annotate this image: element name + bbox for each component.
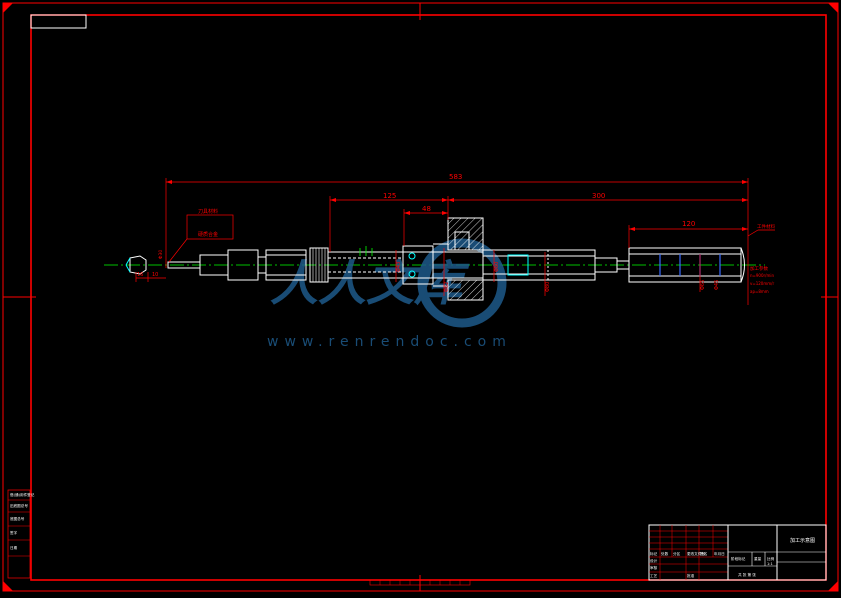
watermark-logo: 人人文库 [270,256,470,312]
dia-label-1: Φ43 [396,262,402,272]
side-stamp: 借(通)用件登记 旧底图总号 底图总号 签字 日期 [7,489,35,579]
dim-right-span: 300 [592,192,605,200]
tb-scale: 1:1 [767,562,773,566]
fixture-upper [447,217,484,251]
corner-mark [828,581,838,591]
watermark-url: www.renrendoc.com [267,334,512,350]
tb-label-date: 年月日 [714,551,725,556]
leader-label: 工件材料 [757,223,775,230]
center-marker: Φ30 [158,250,164,259]
corner-mark [3,3,13,13]
dim-left-span: 125 [383,192,396,200]
tb-role-review: 审核 [650,565,658,570]
spindle-adapter [265,249,307,281]
watermark: 人人文库 www.renrendoc.com [267,238,512,350]
stamp-row-4: 签字 [10,530,18,535]
tb-stage-label: 阶段标记 [731,556,746,561]
drawing-code-box [30,14,87,29]
corner-mark [828,3,838,13]
dimension-arrows [166,180,748,231]
tb-ratio-label: 比例 [767,556,775,561]
corner-mark [3,581,13,591]
tb-label-change: 更改文件号 [687,551,705,556]
stamp-row-3: 底图总号 [10,516,25,521]
note-line-1: n=900r/min [750,273,775,278]
tb-role-approve: 批准 [687,573,695,578]
dia-label-4: Φ80 [545,282,551,292]
dia-label-2: Φ62 [444,282,450,292]
tool-assembly [125,217,745,301]
dim-overall: 583 [449,173,462,181]
stamp-row-5: 日期 [10,545,18,550]
tb-drawing-name: 加工示意图 [790,537,815,544]
dimension-lines [135,178,775,305]
dia-label-6: Φ45 [714,280,720,290]
stamp-row-1: 借(通)用件登记 [10,492,35,497]
dia-label-3: Φ60 [494,262,500,272]
tb-role-process: 工艺 [650,573,658,578]
tb-label-zone: 分区 [673,551,681,556]
dim-left-small-b: 10 [152,272,158,278]
dim-right-end: 120 [682,220,695,228]
orientation-ruler [369,579,471,586]
left-box-line-1: 刀具材料 [198,208,218,215]
stamp-row-2: 旧底图总号 [10,503,28,508]
workpiece-bore [628,247,742,283]
note-line-3: ap=8mm [750,289,769,294]
tb-role-design: 设计 [650,558,658,563]
tb-label-count: 处数 [661,551,669,556]
tb-sheet: 共 张 第 张 [738,572,756,577]
fixture-lower [447,279,484,301]
tb-label-sign: 签名 [700,551,708,556]
dia-label-5: Φ65 [700,280,706,290]
dim-middle-small: 48 [422,205,431,213]
note-line-2: v=120mm/r [750,281,774,286]
tb-label-mark: 标记 [650,551,658,556]
ruler-ticks [379,580,461,585]
title-block: 标记 处数 分区 更改文件号 签名 年月日 设计 审核 工艺 批准 阶段标记 重… [648,524,827,581]
dim-left-small-a: 16 [137,272,143,278]
left-box-line-2: 硬质合金 [198,231,218,238]
note-title: 加工参数 [750,265,768,272]
tb-weight-label: 重量 [754,556,762,561]
